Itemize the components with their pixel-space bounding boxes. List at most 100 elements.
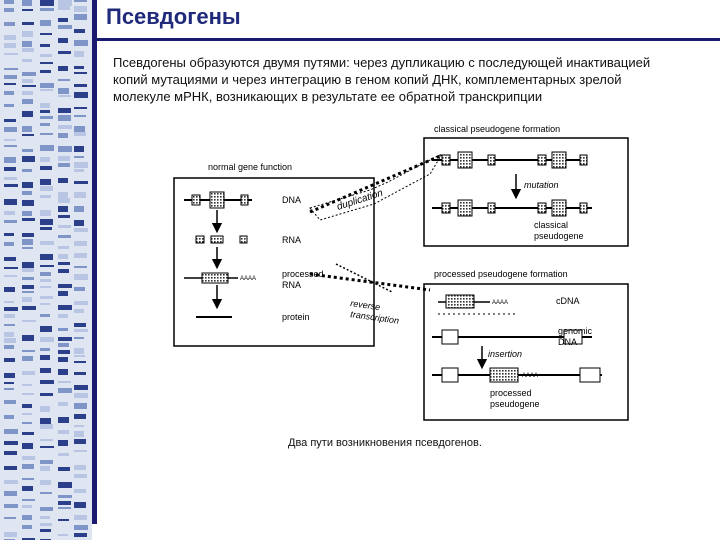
gel-band xyxy=(58,178,68,183)
normal-panel-frame xyxy=(173,177,375,347)
processed-panel-frame xyxy=(423,283,629,421)
gel-band xyxy=(22,233,34,237)
gel-band xyxy=(22,285,34,289)
gel-band xyxy=(4,75,17,79)
exon-box xyxy=(551,199,567,217)
gel-band xyxy=(58,430,69,434)
gel-band xyxy=(40,265,54,267)
gel-band xyxy=(4,451,17,455)
duplication-arrow: duplication xyxy=(309,152,444,221)
gel-band xyxy=(74,287,85,291)
gel-band xyxy=(22,149,33,152)
gel-band xyxy=(74,431,84,437)
gel-band xyxy=(22,443,33,449)
gel-band xyxy=(74,355,85,357)
mutation-label: mutation xyxy=(524,180,559,190)
normal-panel-title: normal gene function xyxy=(208,162,292,172)
gel-band xyxy=(58,417,69,423)
gel-band xyxy=(74,337,84,339)
gel-band xyxy=(74,107,87,109)
polya-tail: AAAA xyxy=(240,276,256,282)
gel-band xyxy=(74,14,87,20)
gel-band xyxy=(58,495,72,498)
exon-box xyxy=(579,202,588,214)
gel-band xyxy=(40,439,53,441)
gel-band xyxy=(58,453,69,456)
gel-band xyxy=(40,227,52,230)
gel-band xyxy=(58,350,70,354)
gel-band xyxy=(74,465,86,470)
gel-band xyxy=(58,115,71,121)
gel-band xyxy=(22,22,34,25)
cdna-polya: AAAA xyxy=(492,300,508,306)
gel-band xyxy=(22,335,34,341)
gel-band xyxy=(74,169,84,172)
gel-band xyxy=(40,103,50,108)
pseudogene-diagram: normal gene function DNA RNA AAAA proces… xyxy=(173,124,629,421)
gel-band xyxy=(4,35,16,40)
gel-band xyxy=(40,83,54,88)
gel-band xyxy=(4,167,16,171)
normal-gene-panel: normal gene function DNA RNA AAAA proces… xyxy=(173,162,375,347)
gel-band xyxy=(4,307,18,311)
genomic-gene-box xyxy=(563,329,583,345)
gel-band xyxy=(40,393,53,396)
gel-band xyxy=(22,41,32,47)
gel-band xyxy=(58,343,69,347)
gel-band xyxy=(58,95,71,97)
genomic-gene-box xyxy=(441,329,459,345)
cdna-exons xyxy=(445,294,475,309)
gel-band xyxy=(40,219,53,225)
gel-band xyxy=(22,432,34,435)
gel-band xyxy=(22,486,33,491)
gel-band xyxy=(4,388,14,390)
gel-band xyxy=(40,62,53,64)
exon-box xyxy=(191,194,201,206)
gel-band xyxy=(58,507,71,509)
exon-box xyxy=(209,191,225,209)
gel-band xyxy=(22,99,33,104)
vertical-divider xyxy=(92,0,97,524)
gel-band xyxy=(22,478,34,480)
gel-band xyxy=(40,133,53,135)
processed-pseudogene-insert xyxy=(489,367,519,383)
gel-band xyxy=(22,356,33,361)
gel-band xyxy=(22,350,35,352)
gel-band xyxy=(74,115,86,117)
gel-band xyxy=(74,51,84,57)
gel-band xyxy=(4,257,16,261)
gel-band xyxy=(58,388,72,393)
gel-band xyxy=(4,0,14,4)
gel-band xyxy=(58,337,72,341)
gel-band xyxy=(40,380,54,384)
gel-band xyxy=(4,480,18,484)
gel-band xyxy=(58,328,68,331)
gel-band xyxy=(4,145,17,147)
rna-exon xyxy=(239,235,248,244)
gel-band xyxy=(40,424,53,429)
gel-band xyxy=(22,182,33,188)
gel-band xyxy=(4,415,14,419)
exon-box xyxy=(551,151,567,169)
gel-band xyxy=(58,254,68,259)
gel-band xyxy=(58,38,68,43)
gel-band xyxy=(40,0,54,6)
gel-band xyxy=(22,291,34,293)
gel-band xyxy=(58,18,68,22)
gel-band xyxy=(58,291,68,296)
gel-band xyxy=(74,181,88,184)
gel-band xyxy=(74,6,87,12)
gel-band xyxy=(22,211,32,216)
gel-band xyxy=(22,169,32,172)
gel-band xyxy=(58,519,69,521)
gel-band xyxy=(4,314,15,318)
processed-pseudogene-label-1: processed xyxy=(490,388,532,398)
gel-band xyxy=(58,225,71,228)
gel-band xyxy=(22,464,34,469)
gel-band xyxy=(22,79,33,83)
gel-band xyxy=(22,422,32,424)
gel-band xyxy=(4,400,16,404)
cdna-label: cDNA xyxy=(556,296,580,306)
normal-rna-label: RNA xyxy=(282,235,301,245)
gel-band xyxy=(74,489,86,493)
